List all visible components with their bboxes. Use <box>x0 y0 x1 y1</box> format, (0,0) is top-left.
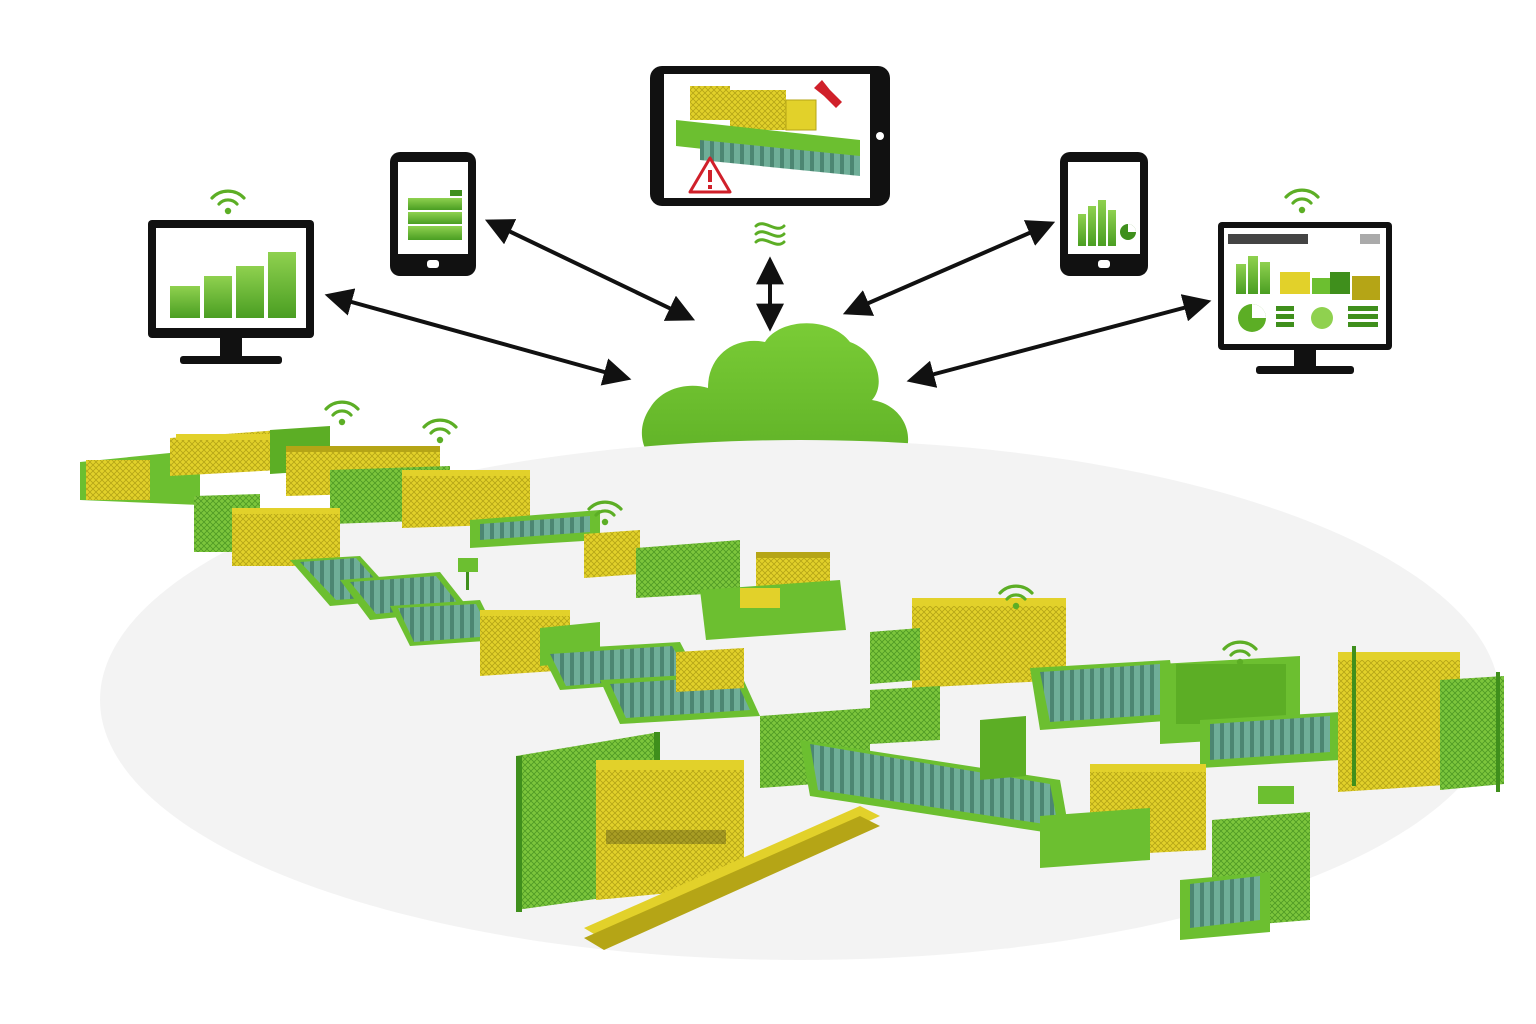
tablet-left <box>390 152 476 276</box>
list-panel-icon <box>408 190 462 240</box>
machine-row-center <box>480 530 846 724</box>
wifi-icon <box>324 400 360 427</box>
machine-cluster-back-left <box>80 426 600 566</box>
link-tablet-left <box>484 219 696 321</box>
tablet-top <box>650 66 890 246</box>
conveyor-front <box>760 686 1310 940</box>
machine-row-right <box>870 598 1504 792</box>
monitor-right <box>1218 188 1392 374</box>
production-line <box>80 400 1504 960</box>
monitor-left <box>148 189 314 364</box>
connection-links <box>324 219 1212 388</box>
wifi-icon <box>1284 188 1320 215</box>
link-monitor-right <box>906 294 1212 388</box>
signal-flag-icon <box>1258 786 1294 804</box>
wireless-wave-icon <box>754 222 786 246</box>
wifi-icon <box>210 189 246 216</box>
machine-front-left <box>516 732 880 950</box>
wifi-icon <box>422 418 458 445</box>
tablet-right <box>1060 152 1148 276</box>
bar-pie-chart-icon <box>1078 200 1136 246</box>
dashboard-icon <box>1228 234 1380 332</box>
link-monitor-left <box>324 288 632 386</box>
maintenance-alert-icon <box>676 80 860 194</box>
link-tablet-right <box>842 220 1056 316</box>
bar-chart-icon <box>170 252 296 318</box>
conveyor-left <box>290 556 500 646</box>
